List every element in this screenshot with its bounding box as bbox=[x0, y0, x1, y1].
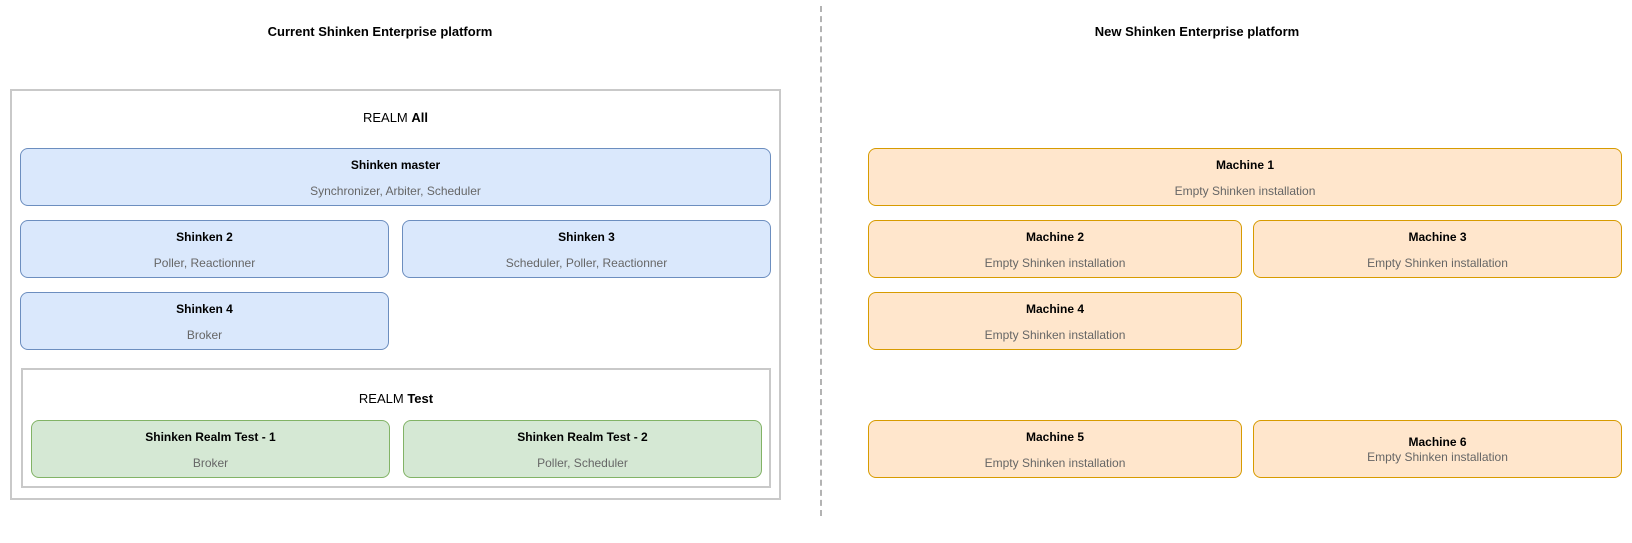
node-machine-3: Machine 3 Empty Shinken installation bbox=[1253, 220, 1622, 278]
node-title: Shinken 4 bbox=[176, 302, 233, 316]
realm-test-label-prefix: REALM bbox=[358, 391, 404, 406]
node-title: Machine 5 bbox=[1025, 430, 1085, 444]
node-title: Shinken Realm Test - 1 bbox=[145, 430, 276, 444]
node-title: Machine 6 bbox=[1408, 434, 1467, 449]
realm-all-label: REALM All bbox=[12, 110, 779, 126]
node-machine-1: Machine 1 Empty Shinken installation bbox=[868, 148, 1622, 206]
node-subtitle: Empty Shinken installation bbox=[984, 328, 1126, 342]
node-machine-5: Machine 5 Empty Shinken installation bbox=[868, 420, 1242, 478]
realm-test-label: REALM Test bbox=[23, 391, 769, 407]
node-shinken-3: Shinken 3 Scheduler, Poller, Reactionner bbox=[402, 220, 771, 278]
node-title: Shinken master bbox=[350, 158, 441, 172]
node-subtitle: Broker bbox=[192, 456, 229, 470]
node-subtitle: Scheduler, Poller, Reactionner bbox=[505, 256, 668, 270]
node-machine-4: Machine 4 Empty Shinken installation bbox=[868, 292, 1242, 350]
node-subtitle: Poller, Scheduler bbox=[537, 456, 628, 470]
node-subtitle: Empty Shinken installation bbox=[1367, 256, 1508, 270]
node-machine-6: Machine 6 Empty Shinken installation bbox=[1253, 420, 1622, 478]
node-subtitle: Synchronizer, Arbiter, Scheduler bbox=[310, 184, 481, 198]
node-shinken-master: Shinken master Synchronizer, Arbiter, Sc… bbox=[20, 148, 771, 206]
node-shinken-4: Shinken 4 Broker bbox=[20, 292, 389, 350]
node-title: Machine 4 bbox=[1025, 302, 1085, 316]
realm-all-label-name: All bbox=[411, 110, 429, 125]
node-shinken-2: Shinken 2 Poller, Reactionner bbox=[20, 220, 389, 278]
node-machine-2: Machine 2 Empty Shinken installation bbox=[868, 220, 1242, 278]
node-subtitle: Empty Shinken installation bbox=[1367, 449, 1508, 464]
node-shinken-realm-test-1: Shinken Realm Test - 1 Broker bbox=[31, 420, 390, 478]
node-subtitle: Poller, Reactionner bbox=[153, 256, 256, 270]
node-title: Shinken 2 bbox=[176, 230, 233, 244]
panel-divider bbox=[820, 6, 822, 516]
left-panel-title: Current Shinken Enterprise platform bbox=[267, 24, 493, 39]
realm-all-label-prefix: REALM bbox=[362, 110, 408, 125]
node-title: Shinken 3 bbox=[558, 230, 615, 244]
realm-test-label-name: Test bbox=[407, 391, 434, 406]
node-title: Machine 1 bbox=[1215, 158, 1275, 172]
node-subtitle: Broker bbox=[186, 328, 223, 342]
right-panel-title: New Shinken Enterprise platform bbox=[1094, 24, 1300, 39]
node-title: Machine 2 bbox=[1025, 230, 1085, 244]
node-shinken-realm-test-2: Shinken Realm Test - 2 Poller, Scheduler bbox=[403, 420, 762, 478]
node-subtitle: Empty Shinken installation bbox=[1174, 184, 1316, 198]
node-subtitle: Empty Shinken installation bbox=[984, 256, 1126, 270]
node-subtitle: Empty Shinken installation bbox=[984, 456, 1126, 470]
node-title: Shinken Realm Test - 2 bbox=[517, 430, 648, 444]
node-title: Machine 3 bbox=[1408, 230, 1467, 244]
